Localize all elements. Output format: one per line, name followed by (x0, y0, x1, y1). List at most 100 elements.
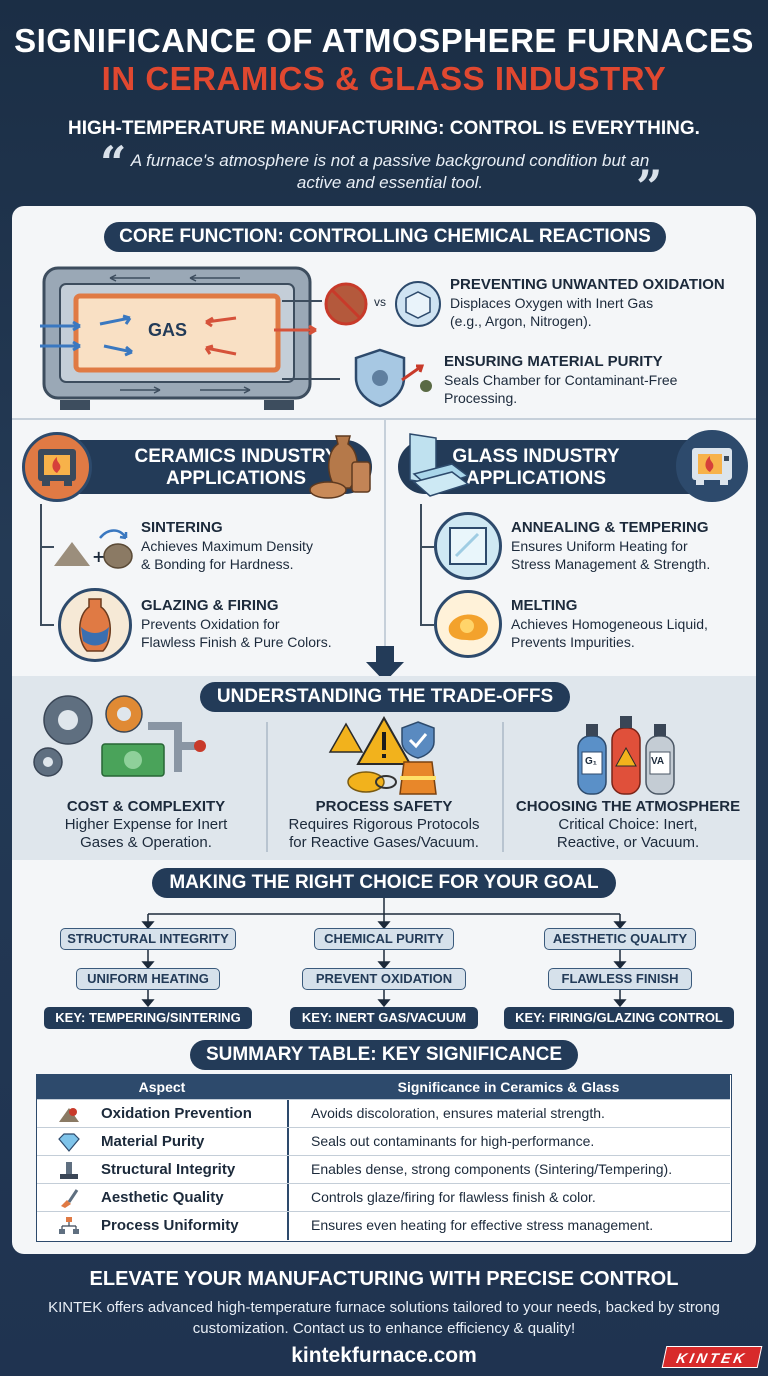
svg-text:+: + (92, 547, 105, 566)
goal-aesthetic-quality: AESTHETIC QUALITY (544, 928, 696, 950)
table-row: Process Uniformity Ensures even heating … (37, 1211, 730, 1239)
tree-line (420, 624, 434, 626)
annealing-title: ANNEALING & TEMPERING (511, 519, 709, 536)
aspect-cell: Oxidation Prevention (101, 1105, 252, 1122)
significance-cell: Avoids discoloration, ensures material s… (311, 1105, 605, 1121)
key-tempering-sintering: KEY: TEMPERING/SINTERING (44, 1007, 252, 1029)
aspect-cell: Material Purity (101, 1133, 205, 1150)
tree-line (40, 624, 54, 626)
open-quote-icon: “ (100, 136, 127, 190)
purity-desc-line1: Seals Chamber for Contaminant-Free (444, 372, 678, 388)
footer-body: KINTEK offers advanced high-temperature … (48, 1299, 720, 1337)
oxidation-vs-inert-icon (324, 281, 441, 327)
significance-cell: Ensures even heating for effective stres… (311, 1217, 654, 1233)
means-uniform-heating: UNIFORM HEATING (76, 968, 220, 990)
oxidation-icon (59, 1108, 79, 1122)
summary-heading: SUMMARY TABLE: KEY SIGNIFICANCE (190, 1040, 578, 1070)
glass-heading-line2: APPLICATIONS (465, 468, 607, 489)
page-title-line2: IN CERAMICS & GLASS INDUSTRY (101, 60, 667, 97)
page-title-line1: SIGNIFICANCE OF ATMOSPHERE FURNACES (14, 22, 754, 59)
tree-line (420, 504, 422, 626)
significance-cell: Enables dense, strong components (Sinter… (311, 1161, 673, 1177)
tree-line (420, 546, 434, 548)
purity-title: ENSURING MATERIAL PURITY (444, 353, 663, 370)
col-aspect: Aspect (138, 1079, 186, 1095)
glazing-desc-line1: Prevents Oxidation for (141, 616, 280, 632)
melting-desc-line1: Achieves Homogeneous Liquid, (511, 616, 708, 632)
table-row: Aesthetic Quality Controls glaze/firing … (37, 1183, 730, 1211)
atmosphere-title: CHOOSING THE ATMOSPHERE (515, 798, 741, 815)
diamond-icon (58, 1133, 80, 1152)
key-inert-gas-vacuum: KEY: INERT GAS/VACUUM (290, 1007, 478, 1029)
tradeoffs-heading: UNDERSTANDING THE TRADE-OFFS (200, 682, 570, 712)
cylinder-label-2: VA (651, 756, 665, 767)
furnace-diagram (40, 266, 317, 410)
brand-logo: KINTEK (661, 1346, 763, 1368)
sintering-title: SINTERING (141, 519, 223, 536)
divider (502, 722, 504, 852)
glazed-vase-icon (58, 588, 132, 662)
glass-furnace-icon (676, 430, 748, 502)
ceramics-heading-line1: CERAMICS INDUSTRY (134, 446, 338, 467)
glass-sheets-icon (409, 433, 470, 497)
subtitle: HIGH-TEMPERATURE MANUFACTURING: CONTROL … (68, 118, 700, 139)
annealing-desc-line1: Ensures Uniform Heating for (511, 538, 688, 554)
melting-title: MELTING (511, 597, 578, 614)
glazing-title: GLAZING & FIRING (141, 597, 279, 614)
cost-desc-line2: Gases & Operation. (80, 834, 212, 851)
core-function-heading: CORE FUNCTION: CONTROLLING CHEMICAL REAC… (104, 222, 666, 252)
ceramics-heading-line2: APPLICATIONS (165, 468, 307, 489)
table-header: Aspect Significance in Ceramics & Glass (37, 1075, 730, 1099)
cost-title: COST & COMPLEXITY (66, 798, 226, 815)
safety-warning-icon (328, 716, 437, 795)
pottery-icon (309, 435, 371, 499)
glazing-desc-line2: Flawless Finish & Pure Colors. (141, 634, 332, 650)
aspect-cell: Process Uniformity (101, 1217, 239, 1234)
gas-label: GAS (148, 320, 188, 340)
sintering-powder-icon: + (54, 529, 133, 569)
molten-glass-icon (434, 590, 502, 658)
aspect-cell: Aesthetic Quality (101, 1189, 224, 1206)
tree-line (40, 546, 54, 548)
footer-title: ELEVATE YOUR MANUFACTURING WITH PRECISE … (89, 1268, 679, 1290)
hierarchy-icon (59, 1217, 79, 1234)
means-flawless-finish: FLAWLESS FINISH (548, 968, 692, 990)
safety-desc-line2: for Reactive Gases/Vacuum. (289, 834, 479, 851)
safety-title: PROCESS SAFETY (315, 798, 453, 815)
significance-cell: Controls glaze/firing for flawless finis… (311, 1189, 596, 1205)
summary-table: Aspect Significance in Ceramics & Glass … (36, 1074, 732, 1242)
table-row: Material Purity Seals out contaminants f… (37, 1127, 730, 1155)
goal-structural-integrity: STRUCTURAL INTEGRITY (60, 928, 236, 950)
cost-desc-line1: Higher Expense for Inert (64, 816, 228, 833)
glass-pane-icon (434, 512, 502, 580)
significance-cell: Seals out contaminants for high-performa… (311, 1133, 595, 1149)
shield-icon (354, 348, 432, 408)
close-quote-icon: ” (636, 160, 663, 214)
connector-line (282, 378, 340, 380)
oxidation-desc-line2: (e.g., Argon, Nitrogen). (450, 313, 592, 329)
atmosphere-desc-line1: Critical Choice: Inert, (558, 816, 698, 833)
quote-text: A furnace's atmosphere is not a passive … (130, 151, 650, 192)
goal-chemical-purity: CHEMICAL PURITY (314, 928, 454, 950)
purity-desc-line2: Processing. (444, 390, 518, 406)
melting-desc-line2: Prevents Impurities. (511, 634, 635, 650)
safety-desc-line1: Requires Rigorous Protocols (288, 816, 480, 833)
brush-icon (61, 1189, 79, 1208)
website-link[interactable]: kintekfurnace.com (291, 1344, 477, 1367)
sintering-desc-line2: & Bonding for Hardness. (141, 556, 294, 572)
oxidation-title: PREVENTING UNWANTED OXIDATION (450, 276, 725, 293)
annealing-desc-line2: Stress Management & Strength. (511, 556, 711, 572)
divider (12, 418, 756, 420)
ceramics-furnace-icon (22, 432, 92, 502)
divider (384, 420, 386, 656)
down-arrow-icon (366, 646, 404, 682)
goals-flow-lines (141, 898, 627, 1008)
connector-line (282, 300, 322, 302)
pillar-icon (60, 1162, 78, 1179)
table-divider (287, 1075, 289, 1240)
gas-cylinders-icon (577, 716, 675, 795)
tree-line (40, 504, 42, 626)
oxidation-desc-line1: Displaces Oxygen with Inert Gas (450, 295, 654, 311)
gears-money-icon (33, 695, 206, 777)
glass-heading-line1: GLASS INDUSTRY (452, 446, 620, 467)
